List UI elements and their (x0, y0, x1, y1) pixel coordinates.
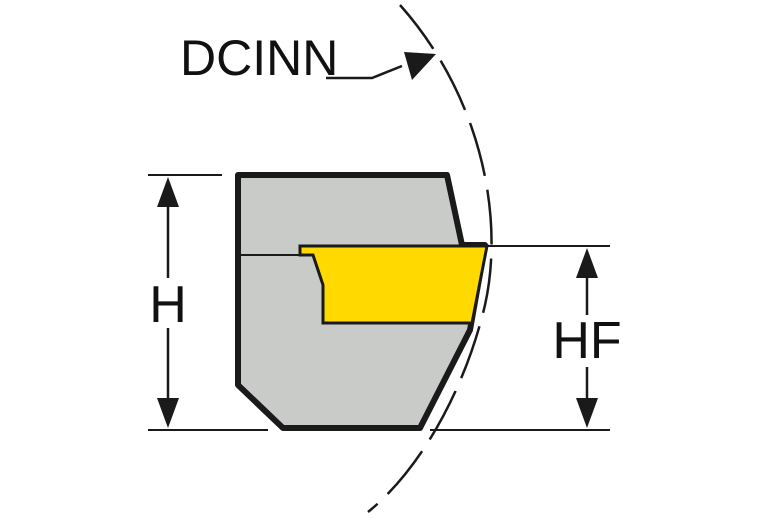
h-arrow-up-icon (157, 177, 179, 207)
h-arrow-down-icon (157, 398, 179, 428)
hf-arrow-up-icon (576, 248, 598, 278)
dcinn-leader-line (326, 64, 403, 80)
workpiece-bore-arc (367, 4, 493, 513)
height-label: H (149, 276, 187, 334)
hf-arrow-down-icon (576, 398, 598, 428)
dcinn-label: DCINN (180, 30, 338, 86)
dcinn-arrow-icon (404, 52, 436, 80)
functional-height-label: HF (552, 312, 621, 370)
cutting-insert (298, 244, 489, 325)
